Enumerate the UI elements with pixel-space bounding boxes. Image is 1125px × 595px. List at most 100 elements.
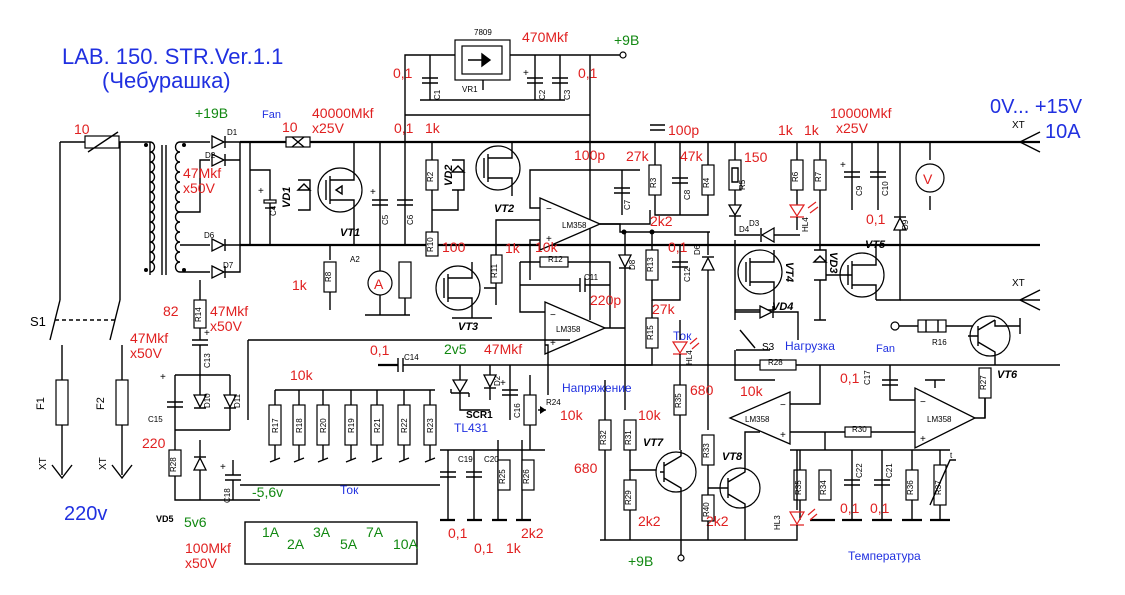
svg-text:−: − xyxy=(546,204,552,215)
svg-text:R27: R27 xyxy=(979,375,988,390)
svg-text:R18: R18 xyxy=(295,418,304,433)
svg-text:47Mkf: 47Mkf xyxy=(183,165,221,181)
svg-text:C11: C11 xyxy=(584,273,599,282)
svg-text:C9: C9 xyxy=(855,185,864,196)
temperature-label: Температура xyxy=(848,549,921,563)
svg-text:2k2: 2k2 xyxy=(650,213,673,229)
voltmeter xyxy=(915,163,945,193)
svg-text:x50V: x50V xyxy=(130,345,163,361)
svg-text:10k: 10k xyxy=(290,367,314,383)
svg-text:R28: R28 xyxy=(768,358,783,367)
svg-text:C4: C4 xyxy=(269,205,278,216)
svg-text:100Mkf: 100Mkf xyxy=(185,540,231,556)
svg-text:0,1: 0,1 xyxy=(870,500,890,516)
svg-text:t: t xyxy=(950,451,953,460)
svg-text:R14: R14 xyxy=(194,307,203,322)
svg-text:47k: 47k xyxy=(680,148,704,164)
svg-text:R12: R12 xyxy=(548,255,563,264)
svg-text:A: A xyxy=(374,276,384,292)
svg-text:1k: 1k xyxy=(506,540,522,556)
svg-text:D2: D2 xyxy=(493,375,502,386)
svg-text:D11: D11 xyxy=(233,393,242,408)
svg-text:0,1: 0,1 xyxy=(668,239,688,255)
svg-text:10k: 10k xyxy=(560,407,584,423)
output-current: 10A xyxy=(1045,121,1081,143)
svg-text:LM358: LM358 xyxy=(562,221,587,230)
svg-text:150: 150 xyxy=(744,149,768,165)
svg-text:C14: C14 xyxy=(404,353,419,362)
svg-text:R21: R21 xyxy=(373,418,382,433)
fan-driver: Fan R16 VT6 R27 xyxy=(876,315,1021,418)
svg-text:R4: R4 xyxy=(702,177,711,188)
rail-2v5: 2v5 xyxy=(444,341,467,357)
svg-text:VT2: VT2 xyxy=(494,203,514,215)
opamp-temperature: R28 LM358 − + R30 LM358 − + 0,1 C17 R35 … xyxy=(590,358,1060,563)
svg-text:R40: R40 xyxy=(702,502,711,517)
svg-text:VR1: VR1 xyxy=(462,85,478,94)
svg-text:C3: C3 xyxy=(563,89,572,100)
fan-label-top: Fan xyxy=(262,109,281,121)
opamp-current-loop: LM358 − + R12 10k C11 220p xyxy=(519,239,625,395)
range-1a: 1A xyxy=(262,524,280,540)
svg-text:R37: R37 xyxy=(934,480,943,495)
transformer xyxy=(144,141,186,275)
svg-text:x50V: x50V xyxy=(185,555,218,571)
svg-text:0,1: 0,1 xyxy=(840,370,860,386)
svg-text:VD5: VD5 xyxy=(156,514,174,524)
opamp-voltage-loop: LM358 − + C7 100p 100p xyxy=(529,122,710,280)
svg-text:R20: R20 xyxy=(319,418,328,433)
svg-text:2k2: 2k2 xyxy=(521,525,544,541)
current-led: Ток HL4 R35 680 xyxy=(671,320,714,450)
svg-text:1k: 1k xyxy=(425,120,441,136)
svg-text:C18: C18 xyxy=(223,488,232,503)
svg-text:82: 82 xyxy=(163,303,179,319)
schematic-subtitle: (Чебурашка) xyxy=(102,68,231,93)
svg-text:R2: R2 xyxy=(426,171,435,182)
svg-text:C19: C19 xyxy=(458,455,473,464)
svg-text:2k2: 2k2 xyxy=(706,513,729,529)
svg-text:+: + xyxy=(920,434,926,445)
svg-text:0,1: 0,1 xyxy=(448,525,468,541)
svg-text:+: + xyxy=(546,234,552,245)
svg-text:HL4: HL4 xyxy=(685,350,694,365)
svg-text:C21: C21 xyxy=(885,463,894,478)
svg-text:VT4: VT4 xyxy=(783,262,795,282)
svg-text:10: 10 xyxy=(282,119,298,135)
svg-text:1k: 1k xyxy=(292,277,308,293)
svg-text:x50V: x50V xyxy=(210,318,243,334)
mains-voltage: 220v xyxy=(64,503,107,525)
svg-text:47Mkf: 47Mkf xyxy=(210,303,248,319)
svg-text:0,1: 0,1 xyxy=(578,65,598,81)
svg-text:680: 680 xyxy=(574,460,598,476)
schematic-title: LAB. 150. STR.Ver.1.1 xyxy=(62,44,283,69)
svg-text:D8: D8 xyxy=(628,259,637,270)
svg-text:S3: S3 xyxy=(762,342,775,353)
svg-text:+: + xyxy=(500,378,506,389)
svg-text:R24: R24 xyxy=(546,398,561,407)
svg-text:D1: D1 xyxy=(227,128,238,137)
svg-text:100: 100 xyxy=(442,239,466,255)
svg-text:R15: R15 xyxy=(646,325,655,340)
svg-text:VT7: VT7 xyxy=(643,437,664,449)
svg-text:C15: C15 xyxy=(148,415,163,424)
rail-5v6: 5v6 xyxy=(184,514,207,530)
svg-text:XT: XT xyxy=(98,457,109,470)
svg-text:C1: C1 xyxy=(433,89,442,100)
svg-text:R33: R33 xyxy=(702,443,711,458)
svg-text:R35: R35 xyxy=(794,480,803,495)
svg-text:R3: R3 xyxy=(649,177,658,188)
svg-text:1k: 1k xyxy=(804,122,820,138)
svg-text:R13: R13 xyxy=(646,257,655,272)
svg-text:+: + xyxy=(204,328,210,339)
svg-text:1k: 1k xyxy=(505,240,521,256)
vt7-vt8-stage: R32 10k 680 R31 10k R29 2k2 VT7 +9B R33 … xyxy=(560,380,761,569)
s1-label: S1 xyxy=(30,314,46,329)
svg-text:+: + xyxy=(840,160,846,171)
svg-text:0,1: 0,1 xyxy=(370,342,390,358)
svg-text:47Mkf: 47Mkf xyxy=(484,341,522,357)
vt1-stage: C4 + VD1 VT1 + C5 C6 R8 1k A2 A xyxy=(249,142,415,316)
svg-text:R6: R6 xyxy=(791,171,800,182)
output-filter: 10000Mkf x25V + C9 C10 0,1 V xyxy=(830,105,945,227)
vt5-stage: VD3 VT5 D9 xyxy=(812,142,910,321)
